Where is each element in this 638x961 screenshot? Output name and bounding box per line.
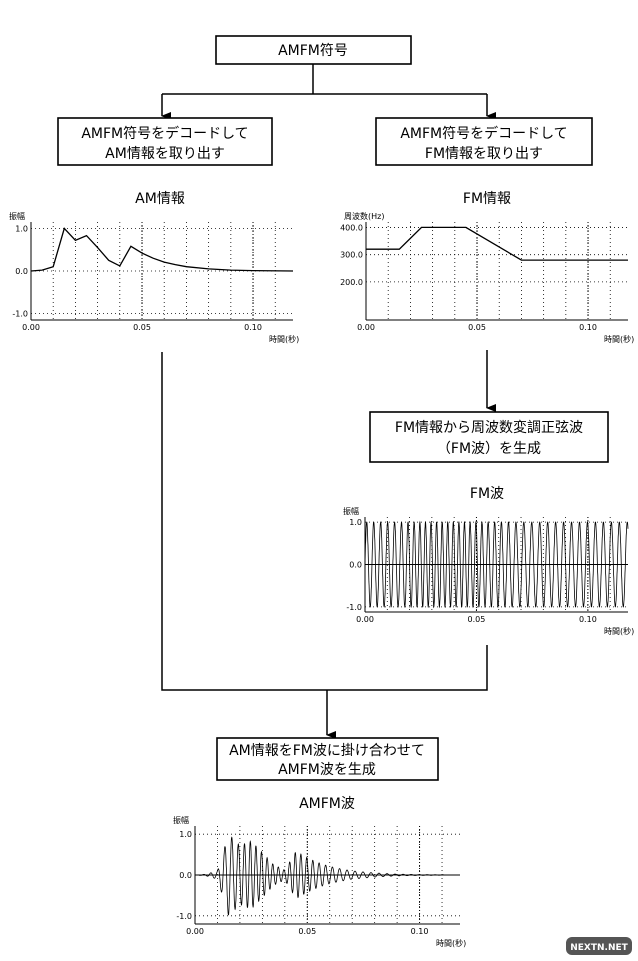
y-tick-label: 0.0 — [179, 871, 192, 880]
y-tick-label: 0.0 — [15, 267, 28, 276]
amfm-code-label: AMFM符号 — [278, 43, 348, 59]
x-tick-label: 0.00 — [356, 615, 374, 624]
x-tick-label: 0.10 — [411, 927, 429, 936]
x-axis-label: 時間(秒) — [269, 334, 299, 344]
y-tick-label: 1.0 — [349, 518, 362, 527]
multiply-line1: AM情報をFM波に掛け合わせて — [229, 743, 425, 759]
watermark-text: NEXTN.NET — [570, 943, 628, 953]
x-tick-label: 0.05 — [298, 927, 316, 936]
series-wave — [195, 836, 460, 916]
x-tick-label: 0.10 — [244, 323, 262, 332]
y-tick-label: 400.0 — [340, 223, 363, 232]
x-axis-label: 時間(秒) — [604, 626, 634, 636]
multiply-box: AM情報をFM波に掛け合わせて AMFM波を生成 — [216, 737, 439, 781]
x-tick-label: 0.00 — [22, 323, 40, 332]
chart-title: FM情報 — [463, 191, 511, 207]
series-wave — [364, 520, 629, 609]
am-decode-box: AMFM符号をデコードして AM情報を取り出す — [57, 117, 273, 166]
fm-gen-line2: （FM波）を生成 — [437, 441, 541, 457]
watermark: NEXTN.NET — [566, 937, 632, 955]
y-axis-label: 振幅 — [9, 211, 25, 221]
y-tick-label: 200.0 — [340, 278, 363, 287]
y-tick-label: 1.0 — [179, 830, 192, 839]
x-tick-label: 0.05 — [133, 323, 151, 332]
series-line — [30, 227, 294, 272]
series-line — [366, 226, 628, 261]
x-tick-label: 0.00 — [357, 323, 375, 332]
multiply-line2: AMFM波を生成 — [278, 762, 376, 778]
chart-title: FM波 — [470, 486, 504, 502]
am-to-multiply-connector — [161, 352, 488, 691]
fm-gen-line1: FM情報から周波数変調正弦波 — [395, 419, 583, 436]
x-tick-label: 0.05 — [468, 615, 486, 624]
y-axis-label: 振幅 — [343, 506, 359, 516]
y-tick-label: -1.0 — [346, 603, 362, 612]
fm-generate-box: FM情報から周波数変調正弦波 （FM波）を生成 — [369, 411, 609, 463]
y-axis-label: 振幅 — [173, 815, 189, 825]
y-tick-label: -1.0 — [176, 912, 192, 921]
x-tick-label: 0.00 — [186, 927, 204, 936]
chart-title: AM情報 — [135, 191, 185, 207]
y-tick-label: 300.0 — [340, 251, 363, 260]
chart-title: AMFM波 — [299, 796, 355, 812]
am-decode-line1: AMFM符号をデコードして — [81, 125, 248, 142]
x-axis-label: 時間(秒) — [436, 938, 466, 948]
x-tick-label: 0.05 — [468, 323, 486, 332]
y-axis-label: 周波数(Hz) — [344, 211, 384, 221]
y-tick-label: -1.0 — [12, 310, 28, 319]
x-tick-label: 0.10 — [579, 615, 597, 624]
fm-decode-line2: FM情報を取り出す — [425, 146, 543, 162]
fm-decode-line1: AMFM符号をデコードして — [400, 125, 567, 142]
amfm-code-box: AMFM符号 — [215, 35, 412, 65]
x-axis-label: 時間(秒) — [604, 334, 634, 344]
x-tick-label: 0.10 — [579, 323, 597, 332]
fm-decode-box: AMFM符号をデコードして FM情報を取り出す — [375, 117, 593, 166]
am-decode-line2: AM情報を取り出す — [105, 146, 225, 162]
y-tick-label: 0.0 — [349, 561, 362, 570]
y-tick-label: 1.0 — [15, 224, 28, 233]
split-connector — [162, 64, 487, 95]
